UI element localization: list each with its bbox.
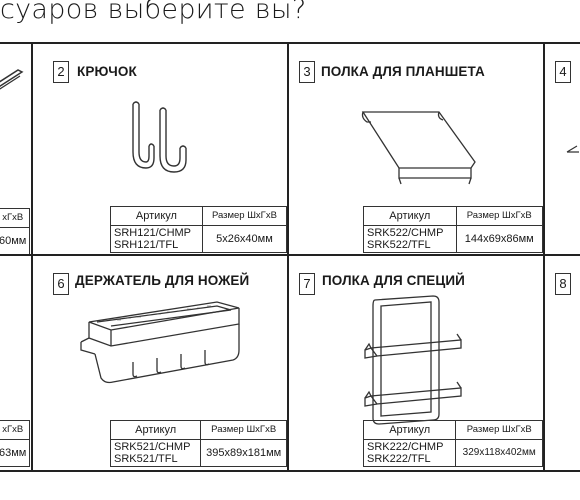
- size-value: 395x89x181мм: [200, 439, 287, 467]
- size-value: 60мм: [0, 227, 31, 254]
- spec-table: Артикул Размер ШхГхВ SRH121/CHMP SRH121/…: [110, 206, 288, 253]
- article-code: SRK222/TFL: [367, 453, 431, 465]
- grid-line: [287, 42, 289, 472]
- knife-holder-icon: [80, 301, 240, 384]
- grid-line: [0, 470, 580, 472]
- grid-line: [0, 254, 580, 256]
- article-cell: SRK522/CHMP SRK522/TFL: [363, 225, 457, 253]
- item-title: КРЮЧОК: [77, 64, 137, 79]
- spec-table: Артикул Размер ШхГхВ SRK521/CHMP SRK521/…: [109, 420, 287, 467]
- spec-table-partial: хГхВ 60мм: [0, 208, 31, 254]
- article-code: SRK521/CHMP: [114, 441, 191, 453]
- size-header: Размер ШхГхВ: [455, 420, 543, 440]
- partial-product-card-right-top: 4: [545, 44, 580, 254]
- partial-product-card-right-bottom: 8: [545, 256, 580, 470]
- grid-line: [0, 42, 580, 44]
- item-number: 8: [555, 273, 571, 295]
- item-number: 3: [299, 61, 315, 83]
- size-value: 144x69x86мм: [455, 225, 544, 253]
- article-code: SRK522/CHMP: [367, 227, 444, 239]
- partial-product-card-left-top: хГхВ 60мм: [0, 44, 31, 254]
- article-code: SRK521/TFL: [114, 453, 178, 465]
- article-cell: SRH121/CHMP SRH121/TFL: [110, 225, 203, 253]
- product-card-tablet-shelf: 3 ПОЛКА ДЛЯ ПЛАНШЕТА Артикул Размер ШхГх…: [289, 44, 544, 254]
- article-code: SRH121/TFL: [114, 239, 179, 251]
- item-title: ПОЛКА ДЛЯ ПЛАНШЕТА: [321, 64, 485, 79]
- partial-product-card-left-bottom: хГхВ 63мм: [0, 256, 31, 470]
- spec-table: Артикул Размер ШхГхВ SRK222/CHMP SRK222/…: [362, 420, 543, 467]
- size-value: 5x26x40мм: [201, 225, 288, 253]
- article-header: Артикул: [362, 420, 457, 440]
- article-header: Артикул: [109, 420, 202, 440]
- size-header: хГхВ: [0, 420, 31, 440]
- article-code: SRK222/CHMP: [367, 441, 444, 453]
- item-number: 7: [299, 273, 315, 295]
- grid-line: [543, 42, 545, 472]
- size-header: хГхВ: [0, 208, 31, 228]
- article-header: Артикул: [363, 206, 457, 226]
- page-heading: суаров выберите вы?: [0, 0, 307, 25]
- article-code: SRH121/CHMP: [114, 227, 192, 239]
- size-header: Размер ШхГхВ: [200, 420, 287, 440]
- size-value: 329x118x402мм: [455, 439, 543, 467]
- item-title: ПОЛКА ДЛЯ СПЕЦИЙ: [322, 273, 465, 288]
- size-header: Размер ШхГхВ: [201, 206, 288, 226]
- product-card-spice-shelf: 7 ПОЛКА ДЛЯ СПЕЦИЙ Артикул Размер ШхГхВ …: [289, 256, 543, 470]
- item-title: ДЕРЖАТЕЛЬ ДЛЯ НОЖЕЙ: [75, 273, 250, 288]
- article-cell: SRK521/CHMP SRK521/TFL: [109, 439, 202, 467]
- size-header: Размер ШхГхВ: [455, 206, 544, 226]
- hook-icon: [132, 101, 187, 173]
- article-header: Артикул: [110, 206, 203, 226]
- product-icon: [566, 145, 579, 153]
- item-number: 4: [555, 61, 571, 83]
- item-number: 2: [53, 61, 69, 83]
- product-card-hook: 2 КРЮЧОК Артикул Размер ШхГхВ SRH121/CHM…: [33, 44, 288, 254]
- article-cell: SRK222/CHMP SRK222/TFL: [362, 439, 457, 467]
- spec-table: Артикул Размер ШхГхВ SRK522/CHMP SRK522/…: [363, 206, 544, 253]
- tablet-shelf-icon: [361, 111, 476, 185]
- spice-shelf-icon: [364, 295, 462, 425]
- product-card-knife-holder: 6 ДЕРЖАТЕЛЬ ДЛЯ НОЖЕЙ Артикул Размер ШхГ…: [33, 256, 287, 470]
- spec-table-partial: хГхВ 63мм: [0, 420, 31, 467]
- size-value: 63мм: [0, 439, 31, 467]
- item-number: 6: [53, 273, 69, 295]
- rail-icon: [0, 69, 24, 90]
- grid-line: [31, 42, 33, 472]
- article-code: SRK522/TFL: [367, 239, 431, 251]
